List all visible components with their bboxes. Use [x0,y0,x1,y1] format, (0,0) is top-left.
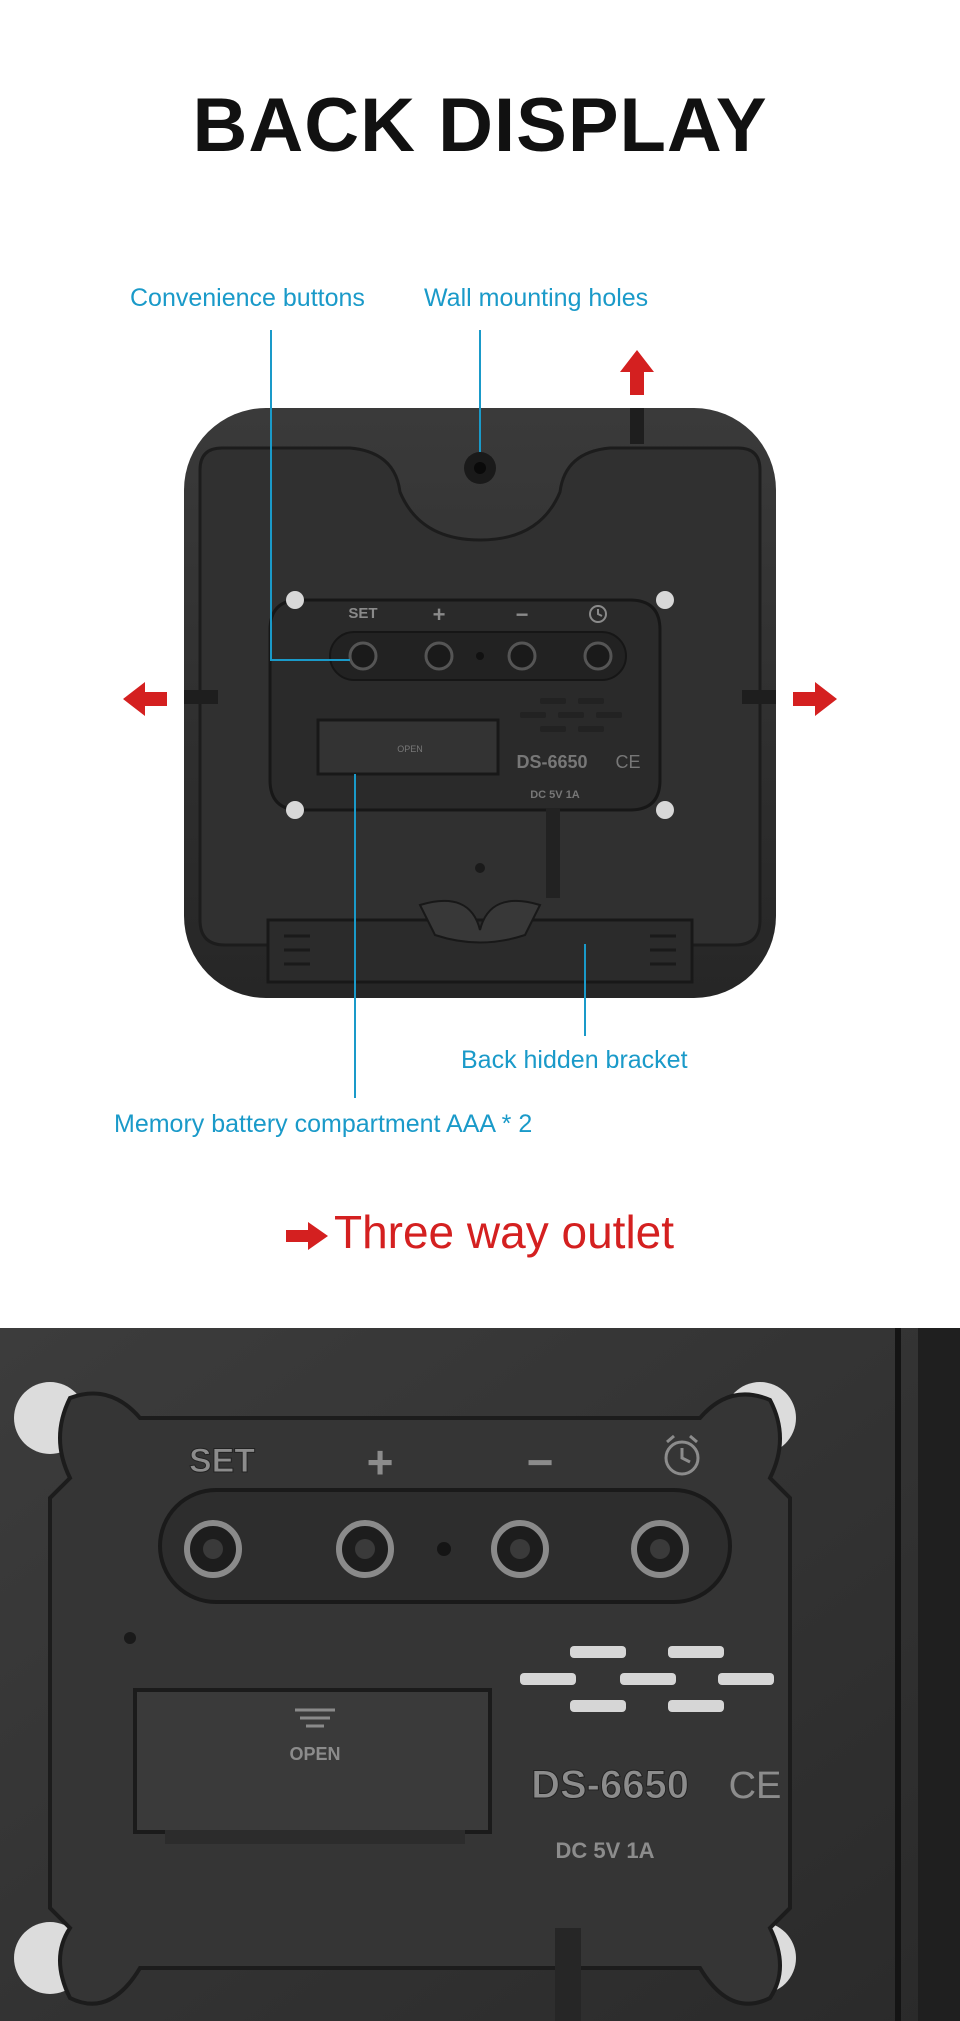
battery-compartment[interactable] [316,718,500,776]
cable-channel [546,808,560,898]
minus-label-closeup: − [527,1436,554,1488]
plus-label-closeup: + [367,1436,394,1488]
battery-compartment-closeup[interactable] [133,1688,492,1834]
model-label: DS-6650 [516,752,587,772]
set-button[interactable] [348,641,378,671]
arrow-right-icon [793,682,837,716]
outlet-legend-text: Three way outlet [333,1206,675,1258]
clock-back-diagram: SET + − OPEN DS-6650 CE DC 5V 1A [123,330,837,1098]
arrow-up-icon [620,350,654,395]
battery-open-label: OPEN [397,744,423,754]
reset-pinhole-closeup [437,1542,451,1556]
callout-wall-mounting-holes: Wall mounting holes [424,284,649,312]
battery-open-label-closeup: OPEN [289,1744,340,1764]
arrow-left-icon [123,682,167,716]
power-rating-label-closeup: DC 5V 1A [555,1838,654,1863]
callout-convenience-buttons: Convenience buttons [130,284,365,312]
alarm-button[interactable] [583,641,613,671]
right-outlet-notch [742,690,776,704]
set-label: SET [348,605,377,622]
closeup-photo: SET + − OPEN [0,1328,960,2021]
callout-battery-compartment: Memory battery compartment AAA * 2 [114,1110,533,1138]
vent-slots [520,698,622,732]
plus-label: + [433,602,446,627]
plate-mount-clips [286,591,674,819]
callout-back-hidden-bracket: Back hidden bracket [461,1046,688,1074]
set-label-closeup: SET [189,1442,255,1480]
callout-leader-lines [270,330,586,1098]
ce-mark: CE [615,752,640,772]
vent-slots-closeup [520,1646,774,1712]
alarm-clock-icon [664,1434,700,1476]
minus-button[interactable] [507,641,537,671]
power-rating-label: DC 5V 1A [530,789,580,801]
alarm-clock-icon [589,605,607,623]
top-outlet-notch [630,408,644,444]
page-title: BACK DISPLAY [192,83,768,168]
arrow-right-icon [285,1221,328,1250]
outlet-legend: Three way outlet [0,1205,960,1259]
convenience-buttons [348,641,613,671]
minus-label: − [516,602,529,627]
plus-button[interactable] [424,641,454,671]
convenience-buttons-closeup [184,1520,689,1578]
model-label-closeup: DS-6650 [531,1763,689,1807]
left-outlet-notch [184,690,218,704]
ce-mark-closeup: CE [729,1765,782,1807]
reset-pinhole [476,652,484,660]
